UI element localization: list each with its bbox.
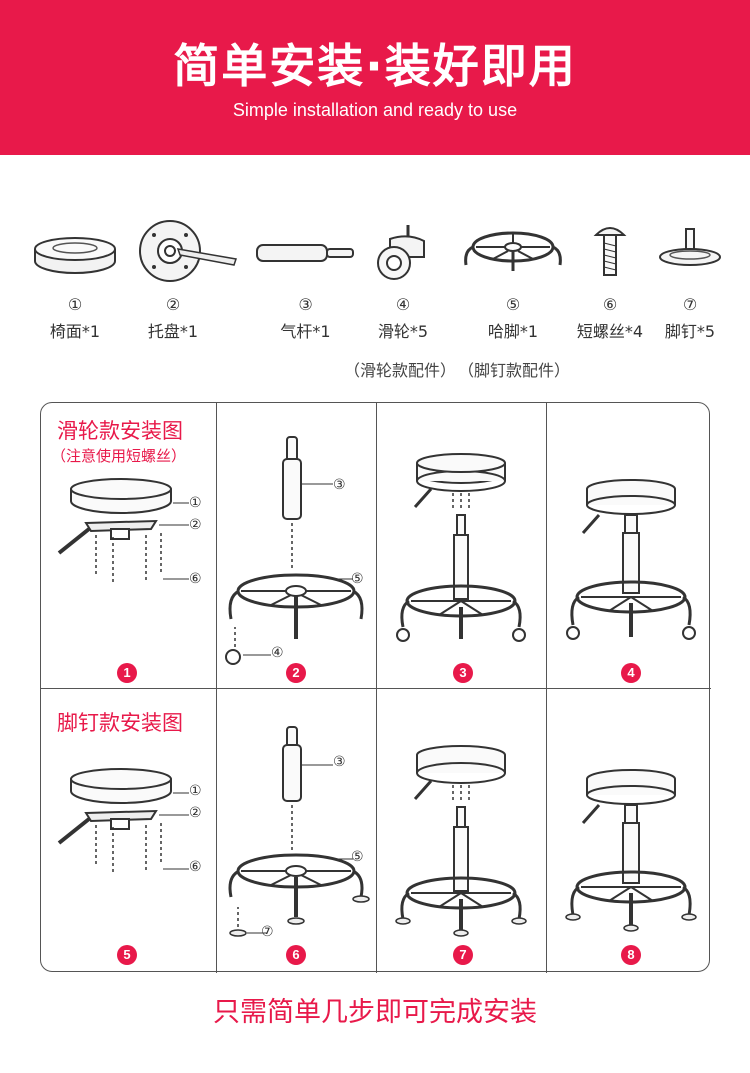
step4-illustration bbox=[566, 479, 696, 640]
callout-caster: ④ bbox=[271, 645, 284, 661]
part-seat: ① 椅面*1 bbox=[30, 215, 120, 342]
banner-subtitle: Simple installation and ready to use bbox=[232, 100, 518, 120]
step5-illustration bbox=[57, 768, 189, 873]
step-badge-1: 1 bbox=[117, 663, 137, 683]
part-base-ring: ⑤ 哈脚*1 bbox=[458, 215, 568, 342]
caster-variant-label: （滑轮款配件） bbox=[344, 361, 457, 380]
callout-seat: ① bbox=[189, 495, 202, 511]
gas-lift-icon bbox=[256, 244, 354, 262]
callout-tray: ② bbox=[189, 805, 202, 821]
instruction-panel: 滑轮款安装图 （注意使用短螺丝） 脚钉款安装图 ① ② ⑥ bbox=[40, 402, 711, 973]
part-tray: ② 托盘*1 bbox=[128, 215, 237, 342]
part-number: ② bbox=[165, 295, 181, 314]
step3-illustration bbox=[396, 453, 526, 642]
step8-illustration bbox=[565, 769, 697, 932]
part-number: ⑦ bbox=[682, 295, 698, 314]
part-number: ⑤ bbox=[505, 295, 521, 314]
callout-base: ⑤ bbox=[351, 571, 364, 587]
divider bbox=[41, 688, 711, 689]
step-badge-4: 4 bbox=[621, 663, 641, 683]
step2-illustration bbox=[225, 436, 364, 665]
part-number: ⑥ bbox=[602, 295, 618, 314]
part-name: 气杆*1 bbox=[280, 322, 331, 341]
part-name: 托盘*1 bbox=[147, 322, 199, 341]
step-badge-3: 3 bbox=[453, 663, 473, 683]
callout-base: ⑤ bbox=[351, 849, 364, 865]
part-name: 椅面*1 bbox=[49, 322, 101, 341]
callout-screw: ⑥ bbox=[189, 571, 202, 587]
step7-illustration bbox=[395, 745, 527, 937]
part-number: ③ bbox=[298, 295, 313, 314]
part-name: 滑轮*5 bbox=[377, 322, 429, 341]
callout-screw: ⑥ bbox=[189, 859, 202, 875]
part-name: 脚钉*5 bbox=[664, 322, 716, 341]
callout-seat: ① bbox=[189, 783, 202, 799]
footer-slogan: 只需简单几步即可完成安装 bbox=[213, 997, 537, 1028]
part-screw: ⑥ 短螺丝*4 bbox=[570, 215, 650, 342]
part-name: 哈脚*1 bbox=[487, 322, 539, 341]
step-badge-5: 5 bbox=[117, 945, 137, 965]
caster-wheel-icon bbox=[377, 225, 425, 280]
tray-mechanism-icon bbox=[139, 220, 237, 282]
glide-foot-icon bbox=[659, 228, 721, 266]
screw-icon bbox=[593, 227, 627, 276]
step-badge-7: 7 bbox=[453, 945, 473, 965]
callout-tray: ② bbox=[189, 517, 202, 533]
step6-illustration bbox=[228, 726, 370, 937]
glide-variant-label: （脚钉款配件） bbox=[458, 361, 571, 380]
base-ring-icon bbox=[464, 231, 562, 271]
callout-gas-lift: ③ bbox=[333, 754, 346, 770]
step1-illustration bbox=[57, 478, 189, 583]
part-gas-lift: ③ 气杆*1 bbox=[253, 215, 358, 342]
step-badge-8: 8 bbox=[621, 945, 641, 965]
part-number: ④ bbox=[395, 295, 411, 314]
callout-gas-lift: ③ bbox=[333, 477, 346, 493]
callout-glide: ⑦ bbox=[261, 924, 274, 940]
header-banner: 简单安装·装好即用 Simple installation and ready … bbox=[0, 0, 750, 155]
part-number: ① bbox=[67, 295, 83, 314]
caster-section-note: （注意使用短螺丝） bbox=[51, 447, 187, 465]
seat-cushion-icon bbox=[34, 237, 116, 274]
part-glide-foot: ⑦ 脚钉*5 bbox=[655, 215, 725, 342]
glide-section-title: 脚钉款安装图 bbox=[57, 711, 183, 735]
step-badge-6: 6 bbox=[286, 945, 306, 965]
part-name: 短螺丝*4 bbox=[576, 322, 644, 341]
part-caster: ④ 滑轮*5 bbox=[368, 215, 438, 342]
banner-title: 简单安装·装好即用 bbox=[173, 39, 577, 93]
step-badge-2: 2 bbox=[286, 663, 306, 683]
caster-section-title: 滑轮款安装图 bbox=[57, 419, 183, 443]
